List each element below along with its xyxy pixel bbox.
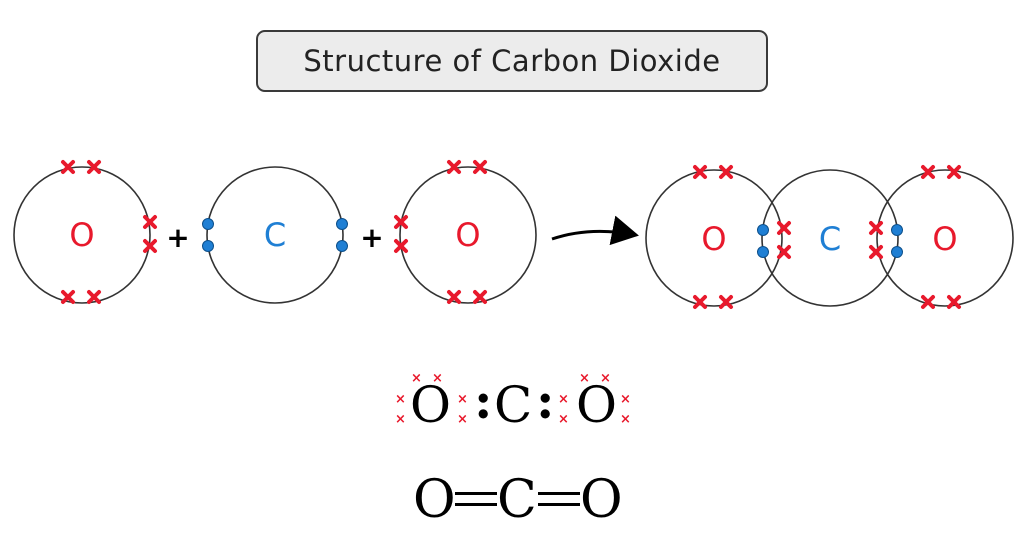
- product-carbon-label: C: [819, 220, 841, 258]
- carbon-electron: [891, 224, 903, 236]
- product-right-oxygen-label: O: [932, 220, 957, 258]
- plus-sign-1: +: [166, 221, 189, 254]
- carbon-electron: [336, 240, 348, 252]
- product-co2-molecule: O C O: [645, 165, 1014, 309]
- carbon-electron: [202, 218, 214, 230]
- oxygen-electron: [61, 160, 75, 174]
- carbon-electron: [757, 246, 769, 258]
- reactant-left-oxygen-shell: [13, 166, 151, 304]
- oxygen-electron-cross: ×: [600, 371, 611, 386]
- title-box: Structure of Carbon Dioxide: [256, 30, 768, 92]
- oxygen-electron-cross: ×: [558, 412, 569, 427]
- structural-formula: O C O: [0, 470, 1024, 530]
- reactant-right-oxygen-label: O: [455, 216, 480, 254]
- reactant-carbon-atom: C: [202, 166, 348, 304]
- double-bond-left: [455, 492, 497, 506]
- lewis-right-oxygen: O: [576, 376, 617, 434]
- oxygen-electron: [447, 290, 461, 304]
- oxygen-electron: [473, 290, 487, 304]
- reactant-right-oxygen-shell: [399, 166, 537, 304]
- oxygen-electron: [447, 160, 461, 174]
- double-bond-right: [538, 492, 580, 506]
- oxygen-electron-cross: ×: [395, 392, 406, 407]
- oxygen-electron-cross: ×: [457, 412, 468, 427]
- lewis-left-oxygen: O: [410, 376, 451, 434]
- reactant-left-oxygen-label: O: [69, 216, 94, 254]
- reactant-carbon-shell: [206, 166, 344, 304]
- oxygen-electron-cross: ×: [395, 412, 406, 427]
- oxygen-electron: [869, 245, 883, 259]
- lewis-bond-left: :: [474, 371, 493, 430]
- product-left-oxygen-label: O: [701, 220, 726, 258]
- structural-carbon: C: [497, 470, 537, 530]
- oxygen-electron-cross: ×: [432, 371, 443, 386]
- lewis-carbon: C: [494, 376, 533, 434]
- oxygen-electron: [869, 221, 883, 235]
- oxygen-electron-cross: ×: [620, 412, 631, 427]
- product-left-oxygen-shell: [645, 169, 783, 307]
- oxygen-electron: [61, 290, 75, 304]
- product-right-oxygen-shell: [876, 169, 1014, 307]
- oxygen-electron-cross: ×: [457, 392, 468, 407]
- product-carbon-shell: [761, 169, 899, 307]
- lewis-structure: × × × × O × × : C : × × × × O × ×: [0, 366, 1024, 436]
- reactant-right-oxygen-atom: O: [394, 160, 537, 304]
- reactant-left-oxygen-atom: O: [13, 160, 157, 304]
- reaction-arrow: [551, 215, 639, 246]
- lewis-bond-right: :: [536, 371, 555, 430]
- carbon-electron: [891, 246, 903, 258]
- oxygen-electron-cross: ×: [411, 371, 422, 386]
- oxygen-electron-cross: ×: [620, 392, 631, 407]
- page-title: Structure of Carbon Dioxide: [303, 44, 721, 78]
- oxygen-electron-cross: ×: [558, 392, 569, 407]
- carbon-electron: [757, 224, 769, 236]
- oxygen-electron: [87, 290, 101, 304]
- reactant-carbon-label: C: [264, 216, 286, 254]
- structural-left-oxygen: O: [413, 470, 456, 530]
- carbon-electron: [202, 240, 214, 252]
- structural-right-oxygen: O: [580, 470, 623, 530]
- oxygen-electron: [947, 165, 961, 179]
- oxygen-electron-cross: ×: [579, 371, 590, 386]
- carbon-electron: [336, 218, 348, 230]
- plus-sign-2: +: [360, 221, 383, 254]
- oxygen-electron: [693, 295, 707, 309]
